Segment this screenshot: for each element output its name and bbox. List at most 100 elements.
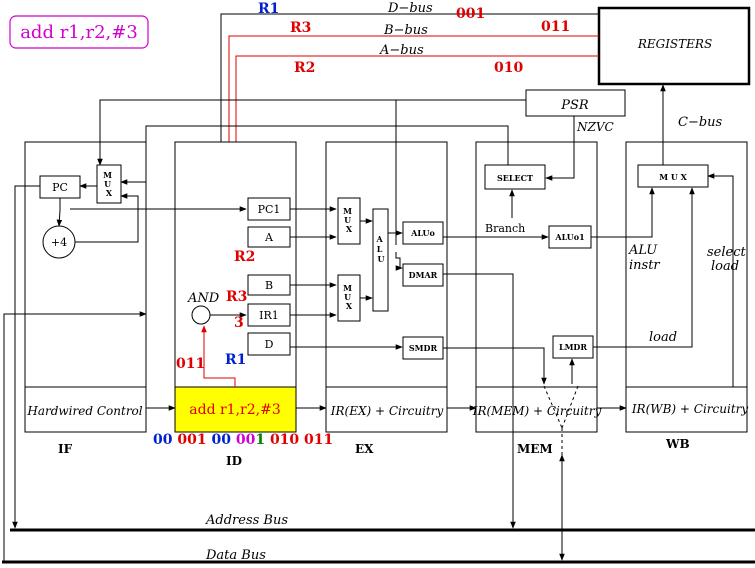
wb-ir-bar [625, 386, 748, 433]
alu-l: L [377, 244, 383, 254]
d-code-label: 001 [456, 6, 485, 22]
r2-top-label: R2 [294, 60, 315, 76]
imm-side-label: 3 [234, 315, 244, 331]
mem-dash-2 [561, 385, 579, 429]
ex-mux-bottom-m: M [343, 283, 352, 293]
alu-instr-label-2: instr [629, 258, 660, 273]
r3-side-label: R3 [226, 289, 247, 305]
if-mux-x: X [106, 188, 113, 198]
mem-ir-bar [475, 386, 598, 433]
d-label: D [265, 338, 274, 351]
stage-name-wb: WB [665, 437, 690, 451]
dmar-label: DMAR [409, 270, 438, 280]
ex-ir-text: IR(EX) + Circuitry [330, 404, 444, 418]
pc-to-adder [56, 198, 63, 227]
id-instruction-bar [174, 386, 297, 433]
enc-bits-1: 00 [153, 432, 173, 448]
select-load-label-1: select [707, 245, 746, 260]
stage-name-mem: MEM [517, 442, 553, 456]
dmar-to-address [443, 273, 516, 529]
stage-name-if: IF [58, 442, 73, 456]
pc1-label: PC1 [258, 203, 281, 216]
b-bus-label: B−bus [383, 23, 428, 38]
alu-label: A L U [375, 234, 385, 264]
data-bus-label: Data Bus [205, 548, 266, 563]
wb-ir-text: IR(WB) + Circuitry [631, 402, 749, 416]
stage-mem-box [475, 141, 598, 433]
enc-bits-4: 00 [236, 432, 256, 448]
ex-mux-bottom-label: M U X [343, 283, 355, 311]
smdr-to-data [443, 347, 547, 385]
plus4-label: +4 [51, 236, 67, 249]
a-code-label: 010 [494, 60, 523, 76]
ex-ir-bar [325, 386, 448, 433]
c-bus-label: C−bus [678, 115, 723, 130]
alu-instr-label-1: ALU [628, 243, 658, 258]
instruction-badge-text: add r1,r2,#3 [20, 22, 138, 43]
adder-to-mux [75, 193, 139, 243]
psr-to-select [545, 116, 575, 181]
d-register [247, 332, 291, 356]
d-bus-label: D−bus [387, 1, 433, 16]
ex-mux-top-m: M [343, 206, 352, 216]
alu-block [372, 208, 389, 312]
pc-label: PC [52, 181, 68, 194]
psr-to-mux-line [97, 99, 526, 166]
load-label: load [649, 330, 677, 345]
wb-ir-to-wbmux [707, 173, 734, 387]
dmar-register [402, 263, 444, 287]
select-block [484, 164, 546, 190]
r3-top-label: R3 [290, 20, 311, 36]
select-label: SELECT [497, 173, 533, 183]
mem-ir-text: IR(MEM) + Circuitry [472, 404, 602, 418]
if-control-bar [24, 386, 147, 433]
if-control-text: Hardwired Control [26, 404, 142, 418]
data-to-if-line [3, 311, 147, 562]
ex-mux-bottom-x: X [346, 301, 353, 311]
id-instruction-text: add r1,r2,#3 [189, 402, 280, 418]
aluo-label: ALUo [410, 228, 435, 238]
opcode-label: 011 [176, 356, 205, 372]
and-label: AND [187, 291, 220, 306]
instruction-badge [9, 15, 149, 49]
if-mux-u: U [104, 179, 111, 189]
branch-return-line [120, 125, 509, 185]
enc-bits-5: 1 [255, 432, 265, 448]
enc-bits-3: 00 [211, 432, 231, 448]
aluo1-to-wbmux [591, 187, 655, 238]
ex-mux-top-u: U [344, 215, 351, 225]
alu-u: U [378, 254, 385, 264]
address-bus-label: Address Bus [205, 513, 288, 528]
ir1-label: IR1 [259, 309, 279, 322]
stage-name-ex: EX [355, 442, 374, 456]
enc-bits-6: 010 [270, 432, 299, 448]
alu-to-dmar [395, 252, 403, 271]
nzvc-label: NZVC [576, 120, 614, 134]
ex-mux-top-label: M U X [343, 206, 355, 234]
r1-top-label: R1 [258, 1, 279, 17]
psr-label: PSR [560, 98, 589, 113]
wb-mux-label: M U X [659, 172, 687, 182]
ex-mux-bottom-u: U [344, 292, 351, 302]
if-mux-m: M [103, 170, 112, 180]
aluo-register [402, 221, 444, 245]
registers-label: REGISTERS [637, 37, 712, 51]
and-gate [191, 305, 211, 325]
b-code-label: 011 [541, 19, 570, 35]
mem-dash-1 [543, 385, 563, 429]
alu-a: A [375, 234, 383, 244]
registers-block [597, 6, 751, 86]
r2-side-label: R2 [234, 249, 255, 265]
lmdr-label: LMDR [559, 342, 587, 352]
pc-to-mem-line [12, 185, 40, 529]
if-mux [96, 164, 122, 204]
smdr-label: SMDR [409, 343, 438, 353]
aluo1-label: ALUo1 [554, 232, 584, 242]
stage-name-id: ID [226, 454, 242, 468]
b-label: B [265, 279, 273, 292]
branch-label: Branch [485, 222, 525, 235]
enc-bits-2: 001 [177, 432, 206, 448]
psr-block [525, 89, 626, 117]
ex-mux-top-x: X [346, 224, 353, 234]
